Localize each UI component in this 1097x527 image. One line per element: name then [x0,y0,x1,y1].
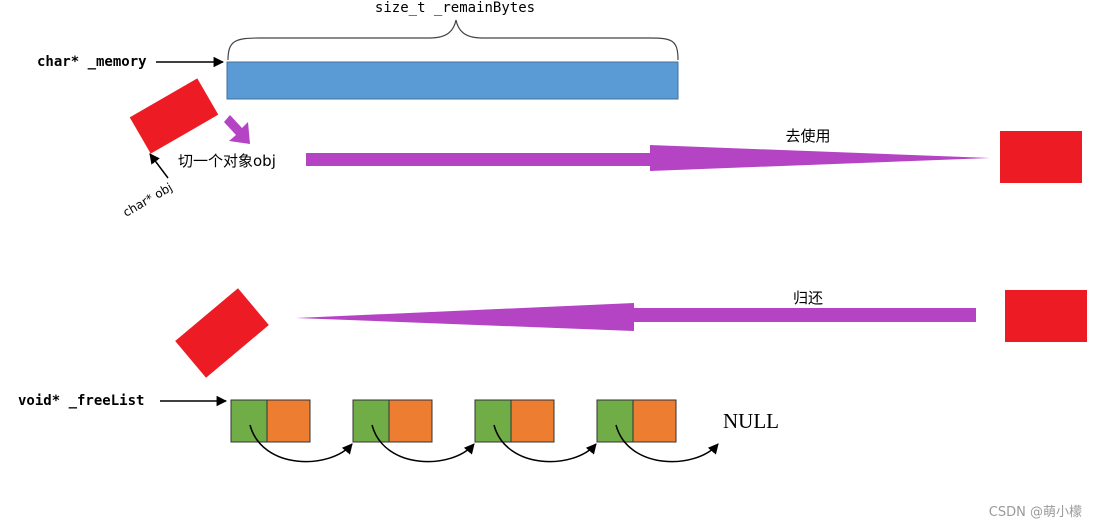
remain-bytes-brace [227,19,679,61]
return-label: 归还 [793,289,823,307]
remain-bytes-label: size_t _remainBytes [375,0,535,16]
memory-pointer-label: char* _memory [37,54,147,70]
cut-arrow [224,115,250,144]
use-label: 去使用 [785,127,830,145]
use-arrow [306,145,990,171]
node-data-field [266,399,311,443]
returning-object [1005,290,1087,342]
next-link-arrow [249,424,353,463]
cut-object [129,78,219,154]
obj-pointer-arrow [149,153,169,179]
node-data-field [388,399,433,443]
node-next-field [596,399,634,443]
node-data-field [510,399,555,443]
used-object [1000,131,1082,183]
returned-object [175,288,269,378]
free-list-node [352,399,433,443]
obj-pointer-label: char* obj [121,180,175,219]
node-next-field [230,399,268,443]
node-next-field [474,399,512,443]
next-link-arrow [615,424,719,463]
return-arrow [296,303,976,331]
free-list-node [596,399,677,443]
next-link-arrow [493,424,597,463]
free-list-node [230,399,311,443]
watermark: CSDN @萌小檬 [989,505,1082,520]
next-link-arrow [371,424,475,463]
free-list-label: void* _freeList [18,393,144,409]
null-label: NULL [723,409,779,433]
node-next-field [352,399,390,443]
memory-block [226,61,679,100]
cut-object-label: 切一个对象obj [178,152,276,170]
node-data-field [632,399,677,443]
free-list-node [474,399,555,443]
